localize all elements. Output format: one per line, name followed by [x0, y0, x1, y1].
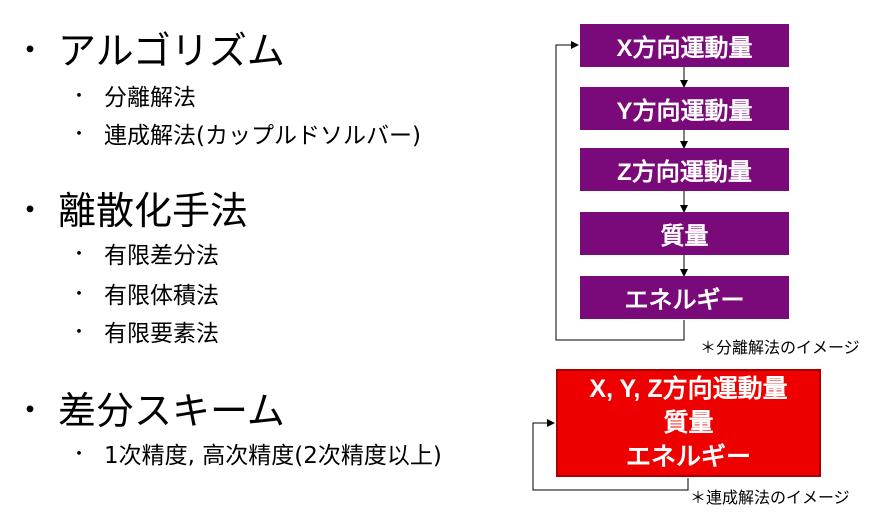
bullet-difference-scheme: ・ 差分スキーム [14, 380, 285, 435]
sub-bullet: ・ 有限要素法 [70, 314, 219, 348]
sub-bullet: ・ 1次精度, 高次精度(2次精度以上) [70, 436, 442, 470]
bullet-label: 差分スキーム [58, 389, 285, 433]
bullet-label: アルゴリズム [58, 29, 285, 73]
bullet-mark: ・ [14, 390, 47, 429]
bullet-mark: ・ [14, 190, 47, 229]
sub-bullet: ・ 有限差分法 [70, 236, 219, 270]
bullet-algorithm: ・ アルゴリズム [14, 20, 285, 75]
sub-bullet-label: 連成解法(カップルドソルバー) [104, 123, 421, 149]
sub-bullet-mark: ・ [70, 244, 88, 265]
loop-connector [555, 41, 685, 341]
flow-box-x-momentum: X方向運動量 [580, 24, 789, 67]
coupled-line: X, Y, Z方向運動量 [589, 375, 788, 403]
flow-box-z-momentum: Z方向運動量 [580, 148, 789, 191]
sub-bullet-label: 分離解法 [104, 85, 196, 111]
sub-bullet: ・ 分離解法 [70, 78, 196, 112]
sub-bullet-mark: ・ [70, 322, 88, 343]
sub-bullet-label: 有限体積法 [104, 283, 219, 309]
bullet-mark: ・ [14, 30, 47, 69]
sub-bullet-label: 有限差分法 [104, 243, 219, 269]
sub-bullet-mark: ・ [70, 124, 88, 145]
loop-connector [532, 419, 689, 491]
bullet-discretization: ・ 離散化手法 [14, 180, 248, 235]
segregated-caption: ＊分離解法のイメージ [700, 338, 860, 357]
coupled-line: エネルギー [625, 443, 751, 471]
bullet-outline: ・ アルゴリズム ・ 分離解法 ・ 連成解法(カップルドソルバー) ・ 離散化手… [14, 0, 534, 515]
bullet-label: 離散化手法 [58, 189, 249, 233]
sub-bullet: ・ 連成解法(カップルドソルバー) [70, 116, 421, 150]
sub-bullet-mark: ・ [70, 86, 88, 107]
flow-box-mass: 質量 [580, 212, 789, 255]
coupled-solver-box: X, Y, Z方向運動量 質量 エネルギー [556, 369, 821, 477]
sub-bullet: ・ 有限体積法 [70, 276, 219, 310]
flow-box-y-momentum: Y方向運動量 [580, 87, 789, 130]
sub-bullet-label: 有限要素法 [104, 321, 219, 347]
flow-box-energy: エネルギー [580, 276, 789, 319]
coupled-caption: ＊連成解法のイメージ [690, 488, 850, 507]
sub-bullet-label: 1次精度, 高次精度(2次精度以上) [104, 443, 442, 469]
sub-bullet-mark: ・ [70, 284, 88, 305]
coupled-line: 質量 [663, 409, 714, 437]
sub-bullet-mark: ・ [70, 444, 88, 465]
